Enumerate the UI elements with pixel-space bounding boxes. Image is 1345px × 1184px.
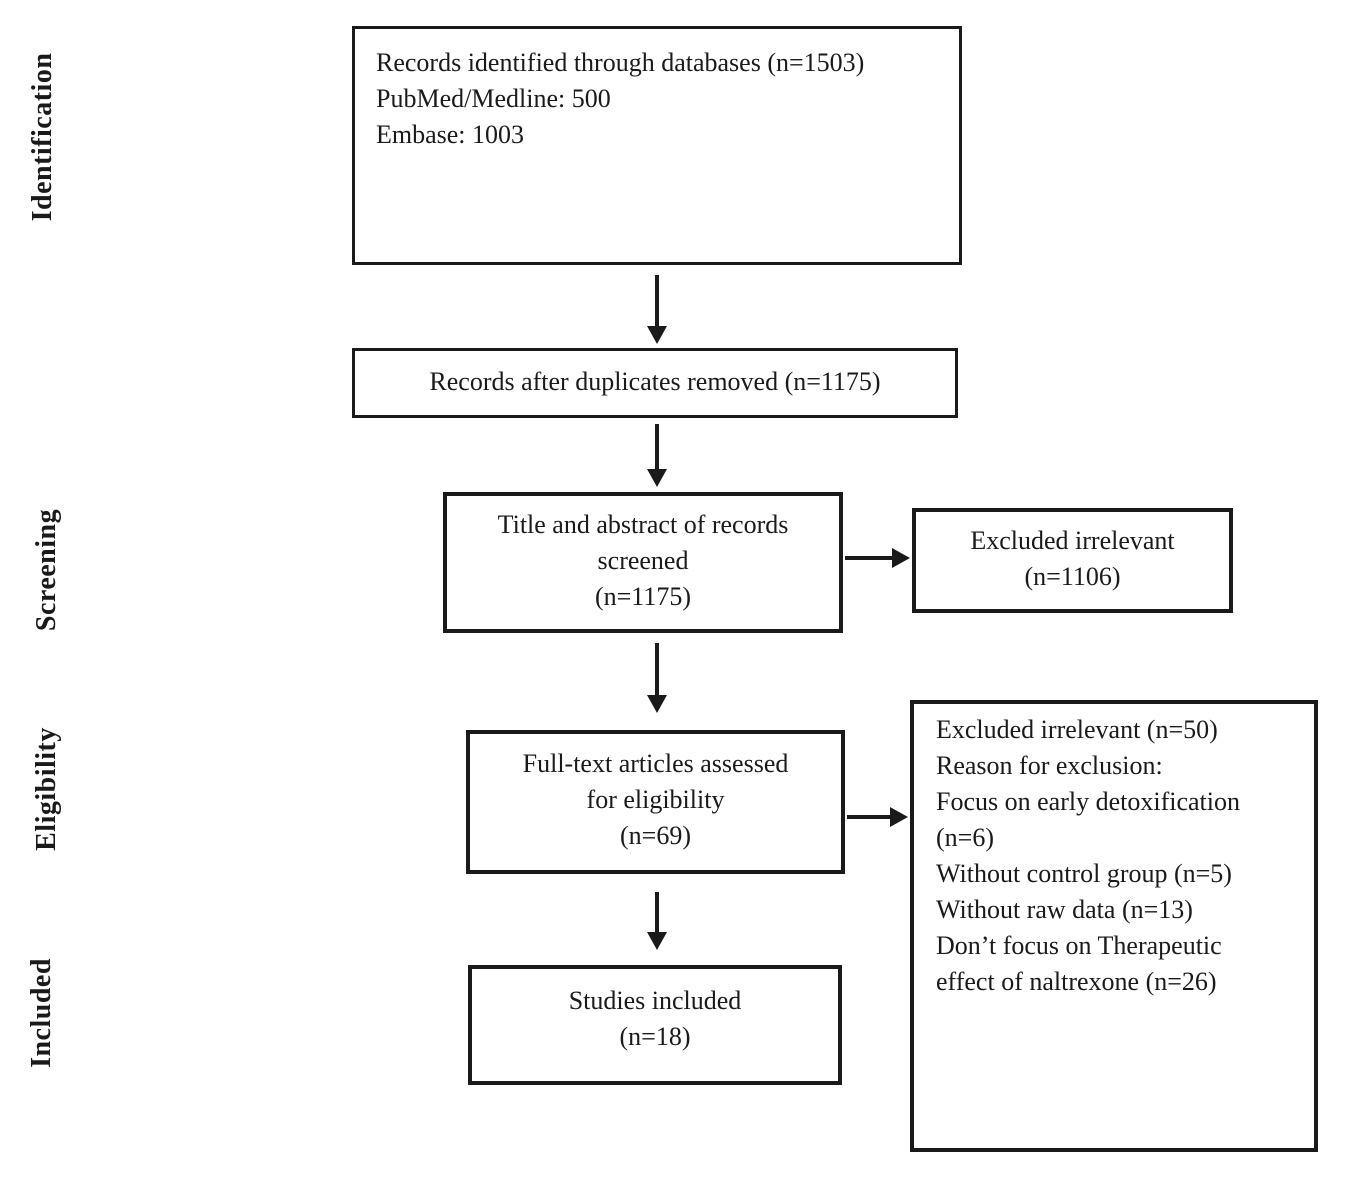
stage-label-screening: Screening [31, 508, 62, 632]
box-text-line: Without raw data (n=13) [936, 895, 1193, 924]
box-text-line: screened [597, 546, 689, 575]
box-text-line: Title and abstract of records [497, 510, 789, 539]
box-records-identified: Records identified through databases (n=… [352, 26, 962, 265]
arrow-head-right-icon [890, 807, 908, 827]
box-text-line: Embase: 1003 [376, 120, 525, 149]
box-fulltext-assessed: Full-text articles assessed for eligibil… [466, 730, 845, 874]
box-text-line: (n=1106) [1024, 562, 1121, 591]
arrow-line [655, 892, 659, 933]
arrow-head-down-icon [647, 326, 667, 344]
box-text-line: (n=1175) [594, 582, 691, 611]
box-text-line: Focus on early detoxification [936, 787, 1240, 816]
box-excluded-screening: Excluded irrelevant (n=1106) [912, 508, 1233, 613]
box-text-line: Full-text articles assessed [522, 749, 789, 778]
box-text-line: Excluded irrelevant [970, 526, 1175, 555]
arrow-head-down-icon [647, 469, 667, 487]
stage-label-identification: Identification [27, 52, 58, 222]
box-text-line: (n=69) [620, 821, 691, 850]
arrow-line [655, 643, 659, 696]
arrow-head-down-icon [647, 932, 667, 950]
box-duplicates-removed: Records after duplicates removed (n=1175… [352, 348, 958, 418]
arrow-line [655, 424, 659, 470]
box-text-line: Reason for exclusion: [936, 751, 1163, 780]
arrow-line [845, 556, 893, 560]
arrow-head-right-icon [892, 548, 910, 568]
box-excluded-fulltext: Excluded irrelevant (n=50) Reason for ex… [910, 700, 1318, 1152]
box-text-line: (n=6) [936, 823, 994, 852]
box-records-screened: Title and abstract of records screened (… [443, 492, 843, 633]
arrow-line [655, 275, 659, 327]
box-text-line: Excluded irrelevant (n=50) [936, 715, 1218, 744]
box-text-line: for eligibility [586, 785, 725, 814]
box-text-line: Don’t focus on Therapeutic [936, 931, 1222, 960]
box-text-line: Studies included [568, 986, 742, 1015]
box-text-line: Records after duplicates removed (n=1175… [429, 367, 881, 396]
arrow-head-down-icon [647, 695, 667, 713]
stage-label-included: Included [26, 958, 57, 1068]
arrow-line [847, 815, 891, 819]
box-studies-included: Studies included (n=18) [468, 965, 842, 1085]
box-text-line: PubMed/Medline: 500 [376, 84, 611, 113]
box-text-line: effect of naltrexone (n=26) [936, 967, 1217, 996]
box-text-line: Records identified through databases (n=… [376, 48, 865, 77]
box-text-line: (n=18) [619, 1022, 691, 1051]
stage-label-eligibility: Eligibility [31, 727, 62, 851]
box-text-line: Without control group (n=5) [936, 859, 1232, 888]
